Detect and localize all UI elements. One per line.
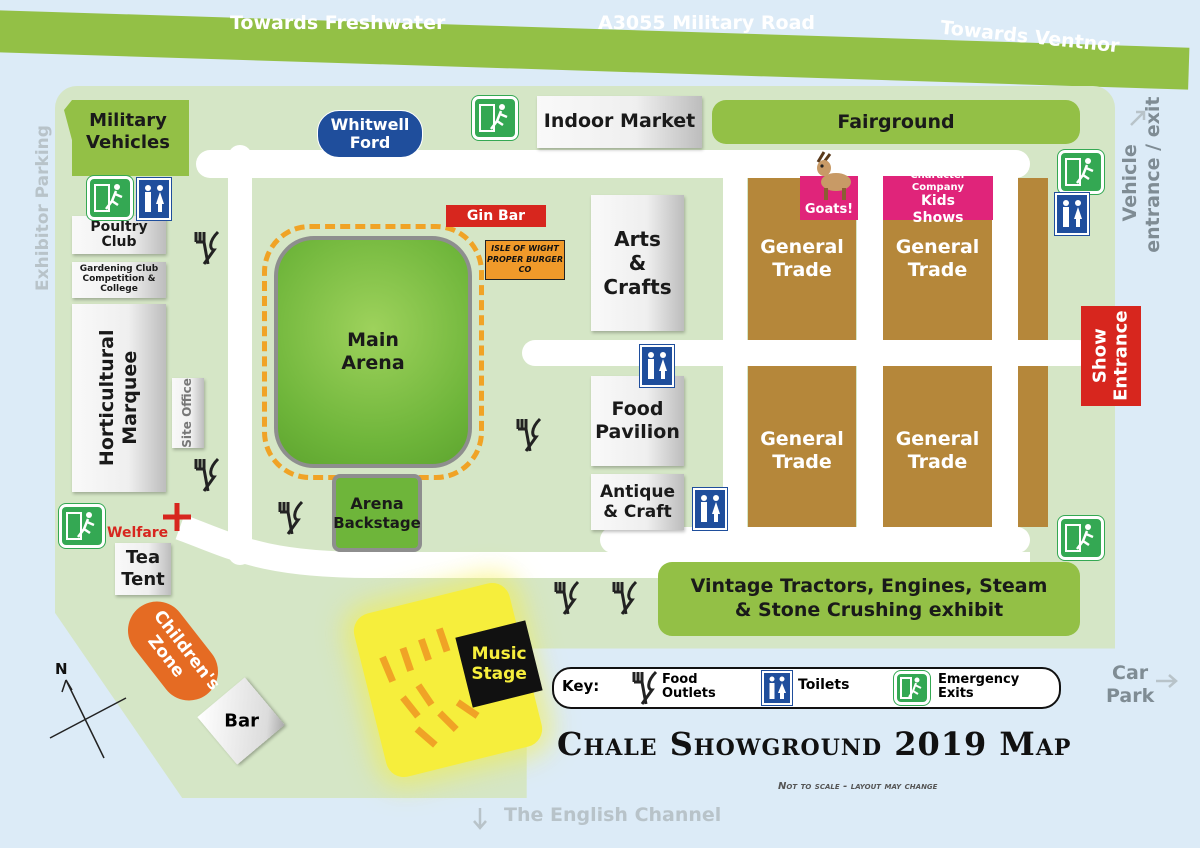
freshwater-label: Towards Freshwater xyxy=(230,12,446,34)
food-outlet-icon xyxy=(510,415,544,455)
site-office-label: Site Office xyxy=(180,378,195,448)
english-channel-label: The English Channel xyxy=(504,804,722,826)
bar-label: Bar xyxy=(223,710,259,732)
show-entrance-label: Show Entrance xyxy=(1089,310,1131,402)
map-subtitle: Not to scale - layout may change xyxy=(778,781,938,792)
horticultural-marquee-label: Horticultural Marquee xyxy=(96,329,141,467)
arena-backstage: Arena Backstage xyxy=(332,474,422,552)
goats-label: Goats! xyxy=(804,201,854,217)
show-entrance-line-1: Show xyxy=(1089,328,1111,384)
music-stage-label: Music Stage xyxy=(471,643,527,684)
toilet-icon xyxy=(137,178,171,220)
kids-shows-line-2: Kids Shows xyxy=(912,193,964,226)
antique-craft: Antique & Craft xyxy=(591,474,684,530)
vehicle-entrance-label: Vehicle entrance / exit xyxy=(1119,96,1165,253)
food-outlet-icon xyxy=(188,228,222,268)
fairground: Fairground xyxy=(712,100,1080,144)
map-title: Chale Showground 2019 Map xyxy=(557,725,1072,763)
car-park-line-1: Car xyxy=(1112,662,1149,684)
music-stage-bars xyxy=(379,627,480,748)
key-exit-icon xyxy=(894,671,930,705)
emergency-exit-icon xyxy=(1058,150,1104,194)
vehicle-entrance-line-2: entrance / exit xyxy=(1142,96,1164,253)
arena-backstage-line-2: Backstage xyxy=(333,513,421,532)
toilet-icon xyxy=(640,345,674,387)
key-label: Key: xyxy=(562,677,600,695)
food-outlet-icon xyxy=(548,578,582,618)
first-aid-cross-icon xyxy=(163,503,191,531)
south-road xyxy=(175,514,1030,578)
key-food-label: Food Outlets xyxy=(662,672,716,701)
key-food-icon xyxy=(626,670,660,706)
car-park-label: Car Park xyxy=(1106,662,1154,708)
gardening-club: Gardening Club Competition & College xyxy=(72,262,166,298)
road-v3 xyxy=(992,165,1018,555)
poultry-club: Poultry Club xyxy=(72,216,166,254)
arrow-right-icon xyxy=(1156,674,1178,688)
general-trade-4-label: General Trade xyxy=(895,428,980,474)
site-office: Site Office xyxy=(172,378,204,448)
general-trade-strip-bottom xyxy=(1018,366,1048,527)
toilet-icon xyxy=(1055,193,1089,235)
compass-icon xyxy=(49,679,127,759)
emergency-exit-icon xyxy=(1058,516,1104,560)
kids-shows: Character Company Kids Shows xyxy=(883,170,993,226)
road-v2 xyxy=(857,165,883,555)
emergency-exit-icon xyxy=(87,176,133,220)
music-stage-area xyxy=(350,579,546,781)
compass-north-label: N xyxy=(55,660,68,678)
key-exits-label: Emergency Exits xyxy=(938,672,1020,701)
general-trade-1-label: General Trade xyxy=(760,236,844,282)
show-entrance-line-2: Entrance xyxy=(1110,310,1131,402)
kids-shows-line-1: Character Company xyxy=(910,170,966,193)
toilet-icon xyxy=(693,488,727,530)
general-trade-strip-top xyxy=(1018,178,1048,340)
exhibitor-parking-label: Exhibitor Parking xyxy=(32,125,53,291)
food-outlet-icon xyxy=(606,578,640,618)
military-vehicles-area xyxy=(64,100,189,176)
food-pavilion: Food Pavilion xyxy=(591,376,684,466)
arts-crafts: Arts & Crafts xyxy=(591,195,684,331)
west-road xyxy=(228,145,252,565)
welfare-label: Welfare xyxy=(107,525,169,541)
main-arena-label: Main Arena xyxy=(341,329,405,374)
gin-bar: Gin Bar xyxy=(446,205,546,227)
arrow-up-right-icon xyxy=(1130,110,1146,126)
food-outlet-icon xyxy=(188,455,222,495)
emergency-exit-icon xyxy=(472,96,518,140)
military-road xyxy=(0,10,1190,90)
general-trade-3: General Trade xyxy=(748,366,856,527)
main-arena: Main Arena xyxy=(274,236,472,468)
military-vehicles-label: Military Vehicles xyxy=(86,110,170,153)
whitwell-ford: Whitwell Ford xyxy=(317,110,423,158)
tea-tent: Tea Tent xyxy=(115,543,171,595)
key-toilet-icon xyxy=(762,671,792,705)
general-trade-3-label: General Trade xyxy=(760,428,844,474)
food-outlet-icon xyxy=(272,498,306,538)
map-key: Key: Food Outlets Toilets Emergency Exit… xyxy=(552,667,1061,709)
car-park-line-2: Park xyxy=(1106,684,1155,707)
road-v1 xyxy=(723,165,747,555)
burger-stall: ISLE OF WIGHT PROPER BURGER CO xyxy=(485,240,565,280)
key-toilets-label: Toilets xyxy=(798,677,850,693)
general-trade-4: General Trade xyxy=(883,366,992,527)
vintage-exhibit: Vintage Tractors, Engines, Steam & Stone… xyxy=(658,562,1080,636)
arrow-down-icon xyxy=(473,808,487,830)
military-road-label: A3055 Military Road xyxy=(598,12,816,34)
goat-icon xyxy=(816,151,851,200)
horticultural-marquee: Horticultural Marquee xyxy=(72,304,166,492)
south-east-road xyxy=(600,527,1030,553)
vehicle-entrance-line-1: Vehicle xyxy=(1119,144,1142,222)
indoor-market: Indoor Market xyxy=(537,96,702,148)
arena-backstage-line-1: Arena xyxy=(350,494,404,514)
general-trade-2-label: General Trade xyxy=(895,236,980,282)
show-entrance: Show Entrance xyxy=(1081,306,1141,406)
emergency-exit-icon xyxy=(59,504,105,548)
